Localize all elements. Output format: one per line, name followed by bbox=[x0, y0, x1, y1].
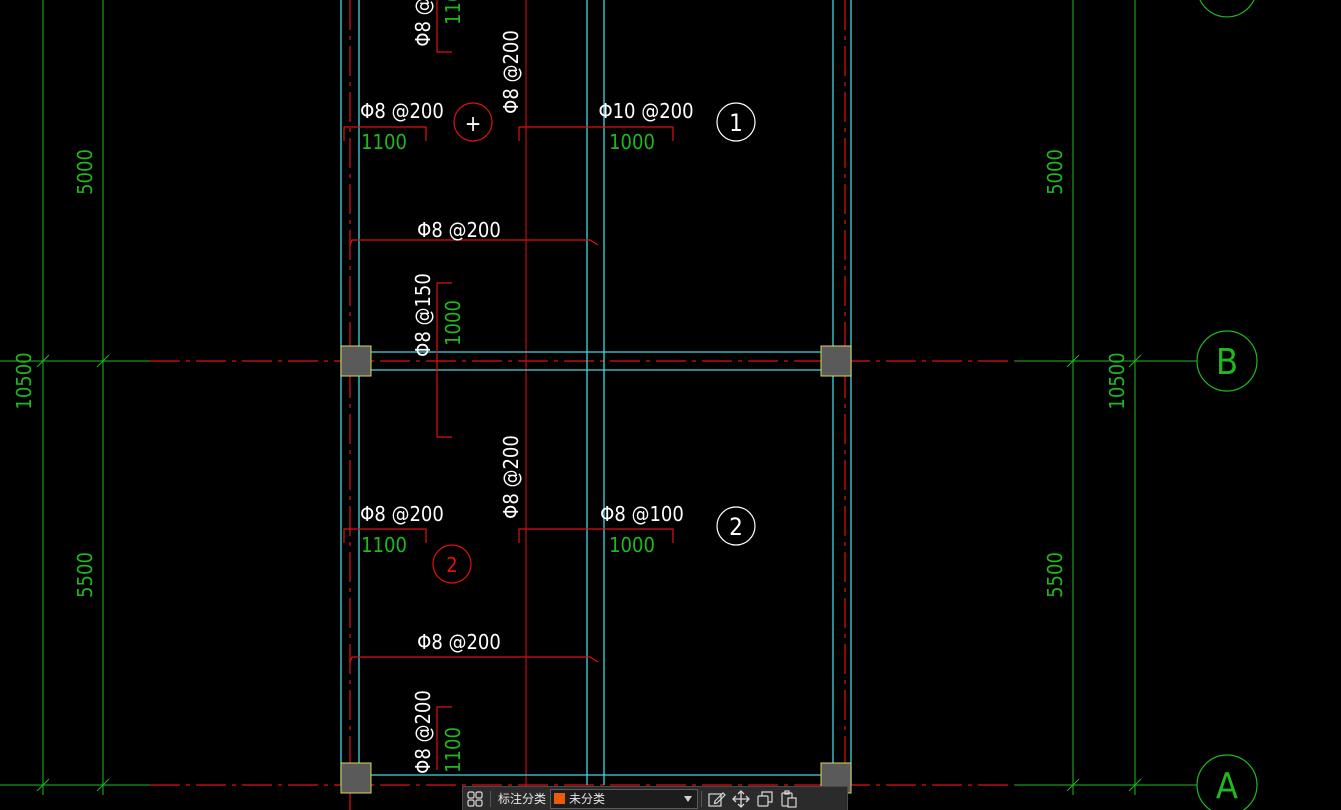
slab-mark-1-label: 1 bbox=[729, 109, 743, 137]
rebar-label-top-center-vertical: Φ8 @200 bbox=[499, 30, 523, 114]
axis-bubble-b[interactable]: B bbox=[1196, 330, 1258, 392]
dim-tick bbox=[36, 778, 50, 792]
rebar-bottom-vertical[interactable] bbox=[436, 706, 452, 770]
toolbar-separator bbox=[490, 790, 491, 807]
annotation-toolbar: 标注分类 未分类 bbox=[462, 786, 848, 810]
rebar-len-top-vertical-left: 1100 bbox=[441, 0, 465, 25]
rebar-len-mid-vertical: 1000 bbox=[441, 300, 465, 346]
rebar-label-bottom-center-vertical: Φ8 @200 bbox=[499, 435, 523, 519]
rebar-len-bottom-right-h: 1000 bbox=[609, 533, 655, 557]
axis-extensions bbox=[0, 360, 1197, 786]
bubble-b-label: B bbox=[1216, 342, 1238, 383]
bubble-a-label: A bbox=[1216, 766, 1238, 807]
rebar-label-top-right-h: Φ10 @200 bbox=[598, 99, 693, 123]
toolbar-separator bbox=[701, 790, 703, 807]
slab-mark-2[interactable]: 2 bbox=[716, 506, 756, 546]
dim-tick bbox=[1066, 778, 1080, 792]
category-select[interactable]: 未分类 bbox=[550, 788, 699, 809]
dimension-right bbox=[1066, 0, 1142, 795]
column-b-right[interactable] bbox=[820, 345, 852, 377]
dim-tick bbox=[1128, 354, 1142, 368]
dim-tick bbox=[96, 354, 110, 368]
bubble-b-circle bbox=[1196, 330, 1258, 392]
move-icon[interactable] bbox=[729, 788, 753, 810]
rebar-len-bottom-left-h: 1100 bbox=[361, 533, 407, 557]
rebar-label-top-left-h: Φ8 @200 bbox=[360, 99, 444, 123]
rebar-top-left-h[interactable] bbox=[343, 126, 427, 141]
rebar-label-top-vertical-left: Φ8 @ bbox=[411, 0, 435, 47]
slab-mark-2-label: 2 bbox=[729, 513, 743, 541]
paste-icon[interactable] bbox=[777, 788, 801, 810]
rebar-label-mid-vertical: Φ8 @150 bbox=[411, 273, 435, 357]
rebar-mid-span-top[interactable] bbox=[349, 239, 599, 246]
rebar-label-bottom-right-h: Φ8 @100 bbox=[600, 502, 684, 526]
red-mark-bottom-circle bbox=[432, 544, 472, 584]
red-mark-bottom[interactable]: 2 bbox=[432, 544, 472, 584]
copy-icon[interactable] bbox=[753, 788, 777, 810]
rebar-len-top-left-h: 1100 bbox=[361, 130, 407, 154]
column-a-left[interactable] bbox=[340, 762, 372, 794]
red-mark-top-circle bbox=[453, 102, 493, 142]
category-select-value: 未分类 bbox=[569, 792, 606, 806]
dim-left-total: 10500 bbox=[12, 352, 36, 409]
dim-tick bbox=[1066, 354, 1080, 368]
rebar-mid-vertical[interactable] bbox=[436, 282, 452, 438]
axis-bubble-top-partial bbox=[1199, 0, 1255, 18]
slab-mark-1[interactable]: 1 bbox=[716, 102, 756, 142]
dim-right-bottom: 5500 bbox=[1043, 552, 1067, 598]
axis-bubble-a[interactable]: A bbox=[1196, 754, 1258, 810]
rebar-label-bottom-left-h: Φ8 @200 bbox=[360, 502, 444, 526]
dimension-left bbox=[36, 0, 110, 795]
rebar-top-vertical-left[interactable] bbox=[436, 0, 452, 53]
column-b-left[interactable] bbox=[340, 345, 372, 377]
bubble-a-circle bbox=[1196, 754, 1258, 810]
rebar-label-mid-span-top: Φ8 @200 bbox=[417, 218, 501, 242]
rebar-bottom-right-h[interactable] bbox=[518, 528, 674, 543]
columns bbox=[340, 345, 852, 794]
red-mark-top-label: + bbox=[465, 112, 482, 137]
category-color-swatch bbox=[554, 793, 566, 804]
rebar-top-right-h[interactable] bbox=[518, 126, 674, 141]
rebar-label-bottom-vertical: Φ8 @200 bbox=[411, 690, 435, 774]
dim-tick bbox=[96, 778, 110, 792]
edit-icon[interactable] bbox=[705, 788, 729, 810]
axis-lines bbox=[150, 0, 1015, 810]
dim-right-total: 10500 bbox=[1105, 352, 1129, 409]
slab-mark-2-circle bbox=[716, 506, 756, 546]
dim-tick bbox=[36, 354, 50, 368]
dim-left-top: 5000 bbox=[73, 149, 97, 195]
grid-icon[interactable] bbox=[463, 788, 487, 810]
chevron-down-icon bbox=[684, 795, 693, 802]
rebar-bottom-left-h[interactable] bbox=[343, 528, 427, 543]
rebar-lines bbox=[343, 0, 674, 770]
slab-mark-1-circle bbox=[716, 102, 756, 142]
rebar-label-mid-span-bottom: Φ8 @200 bbox=[417, 630, 501, 654]
rebar-len-top-right-h: 1000 bbox=[609, 130, 655, 154]
dim-tick bbox=[1128, 778, 1142, 792]
toolbar-label: 标注分类 bbox=[498, 792, 547, 806]
dim-right-top: 5000 bbox=[1043, 149, 1067, 195]
rebar-mid-span-bottom[interactable] bbox=[349, 656, 599, 663]
rebar-len-bottom-vertical: 1100 bbox=[441, 727, 465, 773]
red-mark-top[interactable]: + bbox=[453, 102, 493, 142]
red-mark-bottom-label: 2 bbox=[446, 553, 457, 577]
dim-left-bottom: 5500 bbox=[73, 552, 97, 598]
beams bbox=[340, 0, 852, 785]
